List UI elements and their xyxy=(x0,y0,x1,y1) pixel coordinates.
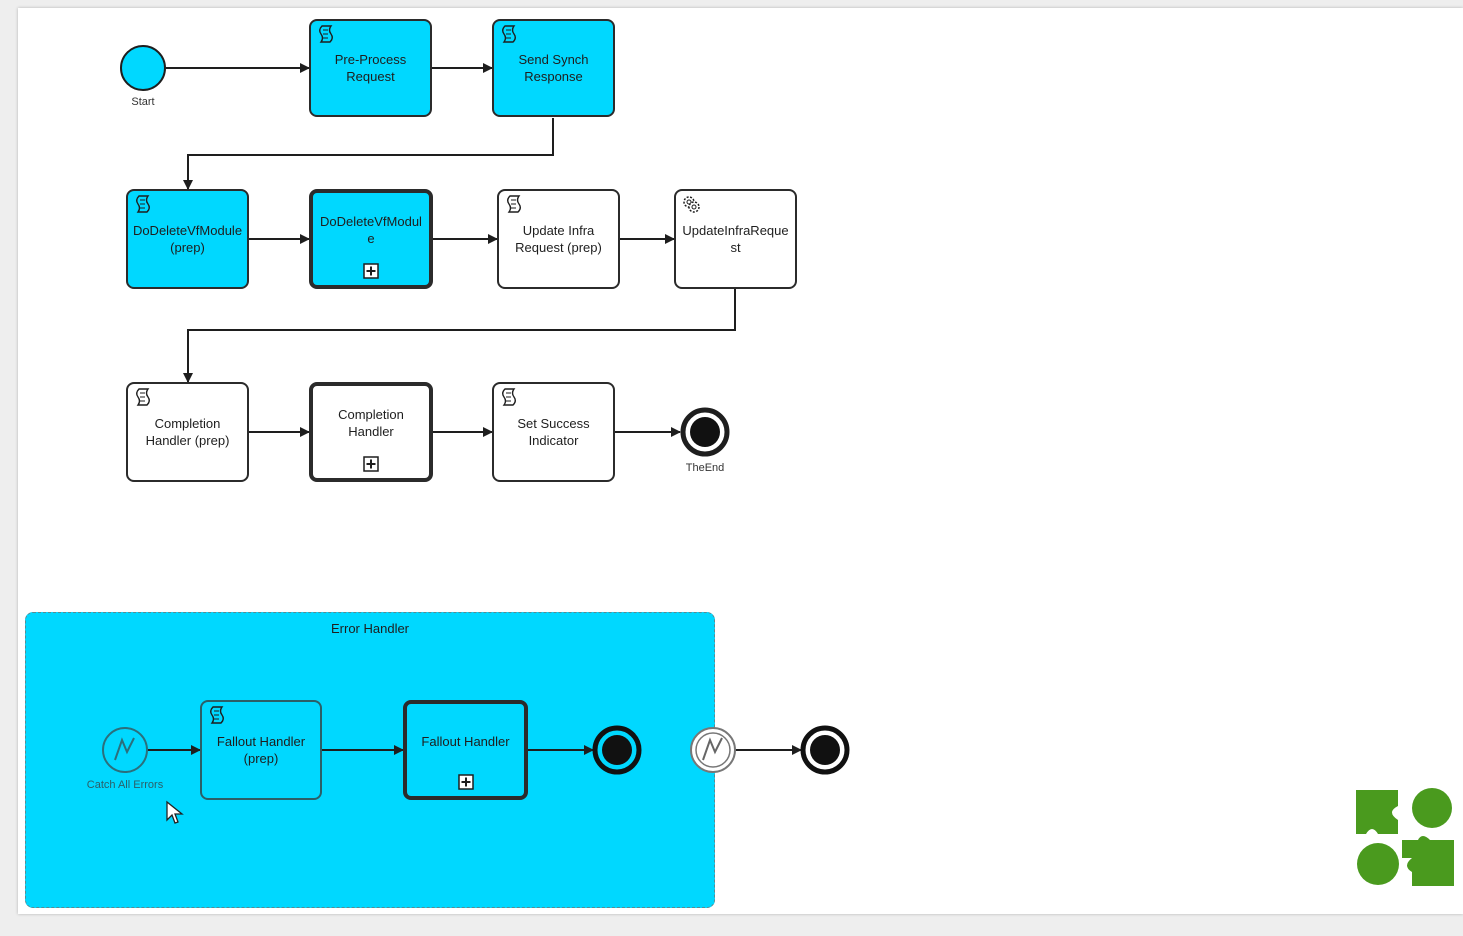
task-do-delete-vf-module-prep[interactable]: DoDeleteVfModule (prep) xyxy=(126,189,249,289)
task-fallout-handler-prep[interactable]: Fallout Handler (prep) xyxy=(200,700,322,800)
gear-icon xyxy=(683,196,700,213)
catch-all-errors-label: Catch All Errors xyxy=(86,779,164,791)
task-label: Fallout Handler (prep) xyxy=(216,734,306,766)
task-label: Completion Handler xyxy=(338,407,404,439)
plus-box-icon[interactable] xyxy=(457,774,474,790)
task-label: Update Infra Request (prep) xyxy=(515,223,602,255)
script-icon xyxy=(502,388,516,406)
end-event-label: TheEnd xyxy=(685,462,725,474)
puzzle-logo xyxy=(1356,788,1454,886)
subprocess-fallout-handler[interactable]: Fallout Handler xyxy=(403,700,528,800)
plus-box-icon[interactable] xyxy=(363,263,379,279)
end-event-icon xyxy=(680,407,730,457)
mouse-cursor-icon xyxy=(166,800,184,824)
final-end-event-icon xyxy=(800,725,850,775)
script-icon xyxy=(502,25,516,43)
lightning-icon xyxy=(102,727,148,773)
start-event xyxy=(120,45,166,91)
boundary-error-event-icon xyxy=(690,727,736,773)
task-label: Pre-Process Request xyxy=(334,52,407,84)
start-event-label: Start xyxy=(131,96,155,108)
script-icon xyxy=(319,25,333,43)
task-label: Fallout Handler xyxy=(421,733,510,749)
plus-box-icon[interactable] xyxy=(363,456,379,472)
task-set-success-indicator[interactable]: Set Success Indicator xyxy=(492,382,615,482)
task-label: Send Synch Response xyxy=(518,52,589,84)
task-label: Completion Handler (prep) xyxy=(145,416,230,448)
task-send-synch-response[interactable]: Send Synch Response xyxy=(492,19,615,117)
error-end-event-icon xyxy=(592,725,642,775)
task-label: UpdateInfraRequest xyxy=(682,223,789,255)
script-icon xyxy=(210,706,224,724)
error-handler-title: Error Handler xyxy=(330,621,410,636)
task-label: DoDeleteVfModule xyxy=(320,214,422,246)
task-pre-process-request[interactable]: Pre-Process Request xyxy=(309,19,432,117)
task-completion-handler-prep[interactable]: Completion Handler (prep) xyxy=(126,382,249,482)
flow-sendsynch-dodeleteprep xyxy=(183,118,554,190)
script-icon xyxy=(136,195,150,213)
flow-update-completionprep xyxy=(183,289,736,383)
task-update-infra-request[interactable]: UpdateInfraRequest xyxy=(674,189,797,289)
script-icon xyxy=(136,388,150,406)
subprocess-do-delete-vf-module[interactable]: DoDeleteVfModule xyxy=(309,189,433,289)
subprocess-completion-handler[interactable]: Completion Handler xyxy=(309,382,433,482)
task-label: DoDeleteVfModule (prep) xyxy=(132,223,243,255)
task-update-infra-request-prep[interactable]: Update Infra Request (prep) xyxy=(497,189,620,289)
script-icon xyxy=(507,195,521,213)
task-label: Set Success Indicator xyxy=(517,416,590,448)
